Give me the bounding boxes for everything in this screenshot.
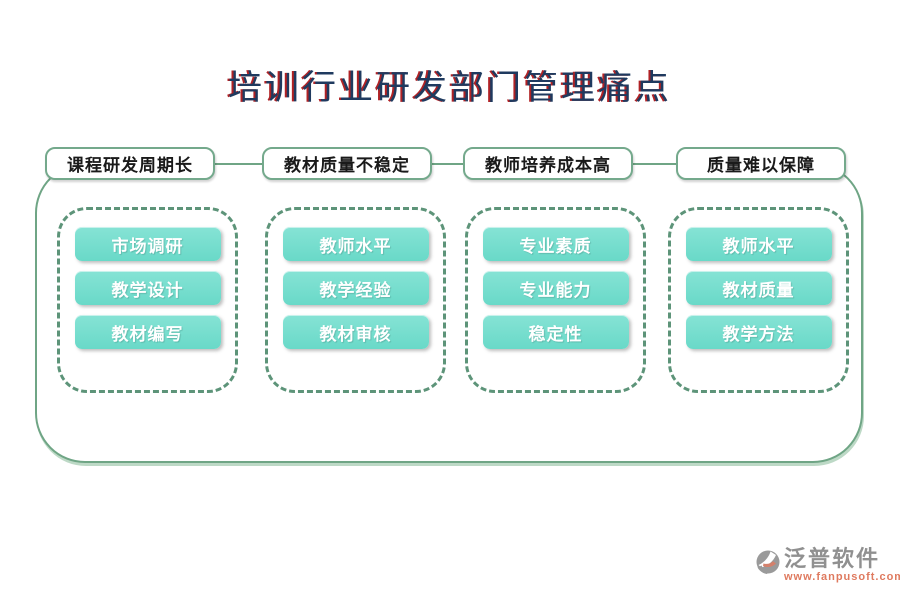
pain-point-item: 教师水平 (685, 227, 832, 261)
pain-point-item: 教材编写 (74, 315, 221, 349)
vendor-watermark: 泛普软件 www.fanpusoft.com (755, 548, 900, 584)
pain-point-item: 教学设计 (74, 271, 221, 305)
page-title: 培训行业研发部门管理痛点 (228, 70, 672, 107)
vendor-brand-name: 泛普软件 (784, 546, 881, 571)
vendor-text-block: 泛普软件 www.fanpusoft.com (784, 548, 900, 584)
column-header-3: 教师培养成本高 (463, 147, 633, 180)
outer-frame (35, 163, 863, 463)
pain-point-item: 教学方法 (685, 315, 832, 349)
pain-point-item: 教学经验 (282, 271, 429, 305)
pain-point-item: 专业素质 (482, 227, 629, 261)
column-group-3: 专业素质 专业能力 稳定性 (465, 207, 646, 393)
pain-point-item: 市场调研 (74, 227, 221, 261)
column-group-1: 市场调研 教学设计 教材编写 (57, 207, 238, 393)
column-header-4: 质量难以保障 (676, 147, 846, 180)
pain-point-item: 教材审核 (282, 315, 429, 349)
pain-point-item: 教师水平 (282, 227, 429, 261)
column-group-2: 教师水平 教学经验 教材审核 (265, 207, 446, 393)
vendor-site-url: www.fanpusoft.com (784, 571, 900, 583)
column-group-4: 教师水平 教材质量 教学方法 (668, 207, 849, 393)
column-header-1: 课程研发周期长 (45, 147, 215, 180)
pain-point-item: 教材质量 (685, 271, 832, 305)
pain-point-item: 稳定性 (482, 315, 629, 349)
fanpu-logo-icon (756, 550, 780, 574)
pain-point-item: 专业能力 (482, 271, 629, 305)
column-header-2: 教材质量不稳定 (262, 147, 432, 180)
